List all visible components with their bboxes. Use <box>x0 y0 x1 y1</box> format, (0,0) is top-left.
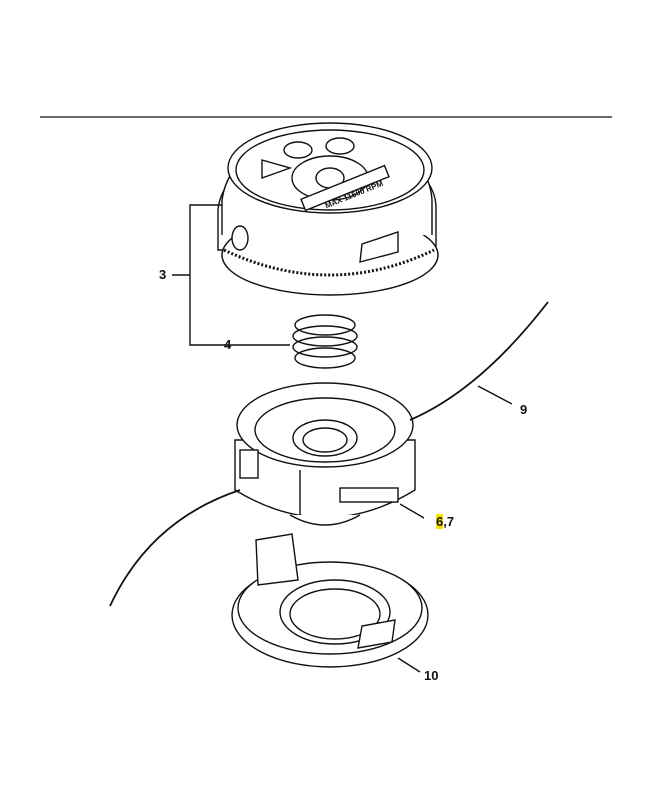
callout-10: 10 <box>424 668 439 683</box>
spring-drawing <box>292 314 358 369</box>
trimmer-line-left <box>109 489 241 607</box>
leader-6-7 <box>399 503 425 519</box>
trimmer-line-right <box>409 301 549 421</box>
cap-drawing <box>217 122 439 296</box>
callout-3: 3 <box>159 267 167 282</box>
callout-6-7: 6,7 <box>436 514 454 529</box>
leader-10 <box>397 657 421 673</box>
spool-drawing <box>234 382 416 526</box>
callout-4: 4 <box>224 337 232 352</box>
leader-9 <box>477 385 513 405</box>
callout-7: 7 <box>446 514 455 529</box>
callout-separator: , <box>443 514 447 529</box>
cover-drawing <box>231 533 429 668</box>
callout-6: 6 <box>436 514 444 529</box>
callout-9: 9 <box>520 402 528 417</box>
